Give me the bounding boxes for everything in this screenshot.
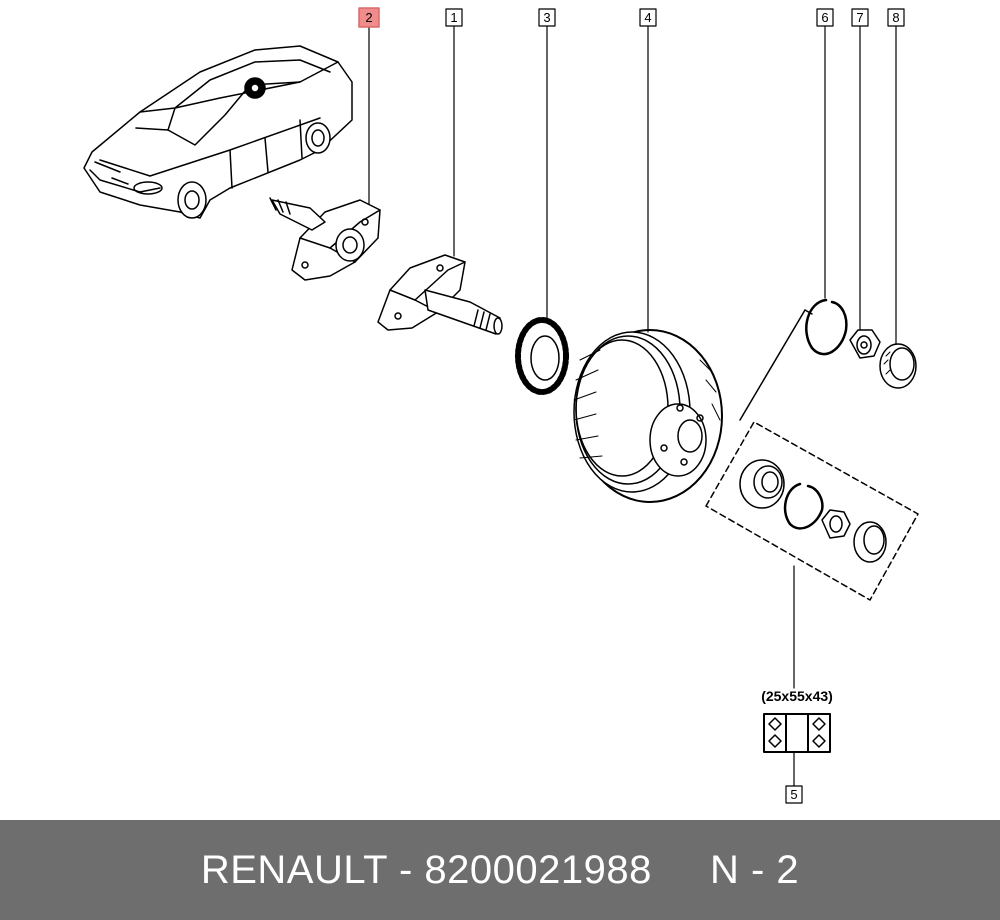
callout-7-label: 7 [856,10,863,25]
bearing-dimension-label: (25x55x43) [761,688,833,704]
callout-1-label: 1 [450,10,457,25]
grease-cap-part-8 [879,343,917,389]
callout-7: 7 [851,8,869,27]
callout-6-label: 6 [821,10,828,25]
callout-5-label: 5 [790,787,797,802]
callout-8-label: 8 [892,10,899,25]
callout-6: 6 [816,8,834,27]
callout-2: 2 [358,7,380,28]
stub-axle-part-1 [377,254,503,335]
footer-caption: RENAULT - 8200021988 N - 2 [201,848,799,893]
callout-1: 1 [445,8,463,27]
position-label: N - 2 [709,847,800,892]
car-illustration-icon [83,45,353,219]
callout-8: 8 [887,8,905,27]
callout-2-label: 2 [365,10,372,25]
exploded-diagram: (25x55x43) 2 1 3 4 6 7 8 5 [83,7,919,804]
stub-axle-plate-part-2 [269,197,381,281]
callout-5: 5 [785,785,803,804]
brand-separator: - [387,847,425,892]
callout-3: 3 [538,8,556,27]
callout-leaders [368,26,897,345]
abs-toothed-ring-part-3 [515,317,569,395]
bearing-kit-group [705,309,919,689]
hub-nut-part-7 [849,329,881,359]
part-number: 8200021988 [424,847,652,892]
bearing-symbol-icon [763,713,831,787]
footer-bar: RENAULT - 8200021988 N - 2 [0,820,1000,920]
callout-4-label: 4 [644,10,651,25]
callout-3-label: 3 [543,10,550,25]
brake-drum-part-4 [573,329,723,503]
callout-4: 4 [639,8,657,27]
circlip-part-6 [805,298,848,356]
brand-name: RENAULT [200,847,388,892]
